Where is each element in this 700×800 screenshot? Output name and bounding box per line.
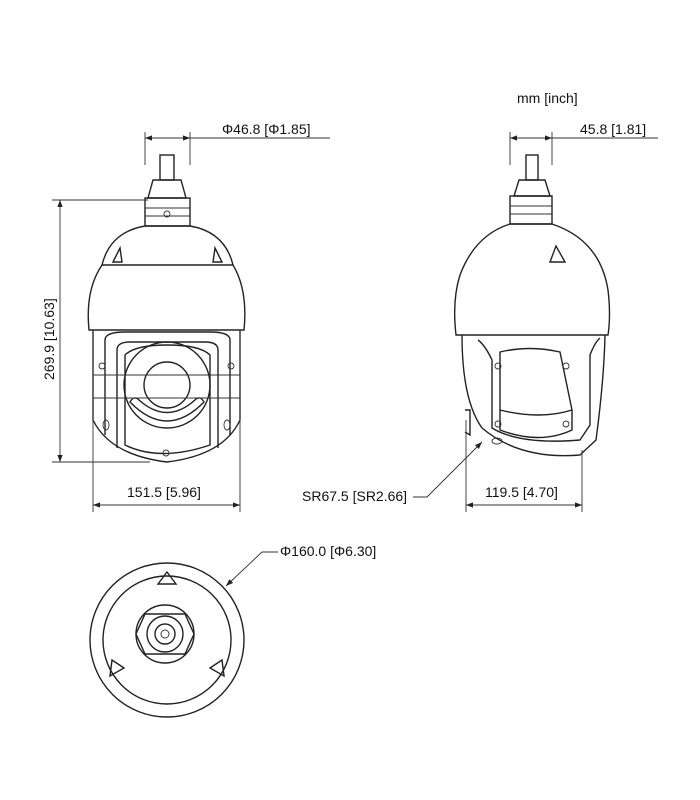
front-height-label: 269.9 [10.63] — [41, 298, 57, 380]
front-width-dimension: 151.5 [5.96] — [92, 330, 241, 512]
side-view: 45.8 [1.81] 119.5 [4.70] SR67.5 [SR2.66] — [302, 121, 658, 512]
units-label: mm [inch] — [517, 90, 578, 106]
side-width-dimension: 119.5 [4.70] — [465, 420, 583, 512]
side-width-label: 119.5 [4.70] — [485, 484, 558, 500]
bottom-diameter-label: Φ160.0 [Φ6.30] — [280, 543, 376, 559]
bottom-view: Φ160.0 [Φ6.30] — [89, 543, 376, 718]
front-height-dimension: 269.9 [10.63] — [41, 199, 150, 463]
sphere-radius-label: SR67.5 [SR2.66] — [302, 488, 407, 504]
front-width-label: 151.5 [5.96] — [127, 484, 201, 500]
side-mount-stem — [509, 154, 553, 225]
side-top-width-dimension: 45.8 [1.81] — [509, 121, 658, 165]
side-dome — [453, 223, 611, 336]
front-top-diameter-dimension: Φ46.8 [Φ1.85] — [144, 121, 330, 165]
side-camera-body — [461, 334, 606, 457]
front-view: Φ46.8 [Φ1.85] 269.9 [10.63] 151.5 [5.96] — [41, 121, 330, 512]
side-top-width-label: 45.8 [1.81] — [580, 121, 646, 137]
bottom-diameter-callout: Φ160.0 [Φ6.30] — [225, 543, 376, 587]
front-camera-body — [92, 330, 241, 463]
sphere-radius-callout: SR67.5 [SR2.66] — [302, 441, 483, 504]
front-dome — [87, 225, 246, 331]
front-top-diameter-label: Φ46.8 [Φ1.85] — [222, 121, 311, 137]
front-mount-stem — [144, 154, 191, 227]
